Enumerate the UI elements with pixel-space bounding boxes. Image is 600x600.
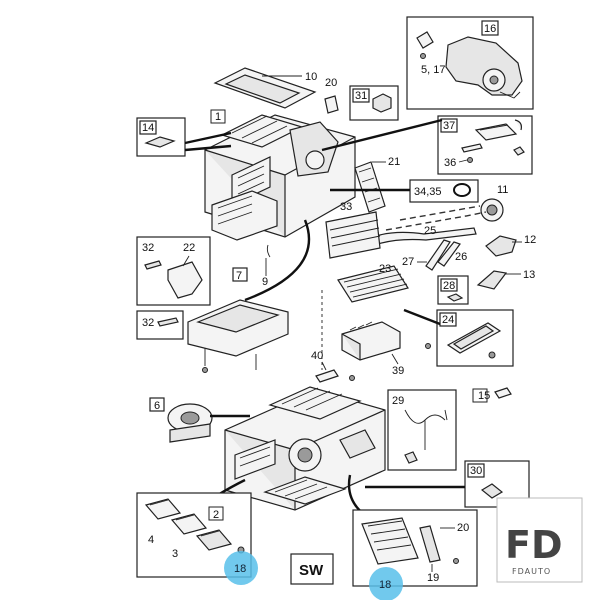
box-28: 28 <box>437 275 469 305</box>
callout-18b: 18 <box>379 579 391 591</box>
callout-31: 31 <box>355 90 367 102</box>
fdauto-watermark-logo: FD FDAUTO <box>496 497 583 583</box>
callout-18a: 18 <box>234 563 246 575</box>
callout-16: 16 <box>484 23 496 35</box>
callout-3: 3 <box>172 548 178 560</box>
callout-20a: 20 <box>325 77 337 89</box>
box-duct-32-22: 32 22 <box>136 236 211 306</box>
callout-10: 10 <box>305 71 317 83</box>
callout-39: 39 <box>392 365 404 377</box>
callout-19: 19 <box>427 572 439 584</box>
part-7-tray: 7 <box>187 219 311 373</box>
callout-30: 30 <box>470 465 482 477</box>
parts-39-40: 39 40 <box>311 321 431 383</box>
callout-36: 36 <box>444 157 456 169</box>
box-filter-37: 37 36 <box>437 115 533 175</box>
part-33-heater-core: 33 <box>325 201 381 259</box>
callout-12: 12 <box>524 234 536 246</box>
callout-5-17: 5, 17 <box>421 64 445 76</box>
callout-15: 15 <box>478 390 490 402</box>
callout-7: 7 <box>236 270 242 282</box>
box-32-lower: 32 <box>136 310 184 340</box>
box-cabin-filter-19-20: 20 19 <box>352 509 478 587</box>
callout-13: 13 <box>523 269 535 281</box>
callout-22: 22 <box>183 242 195 254</box>
watermark-sub: FDAUTO <box>512 567 551 576</box>
callout-21: 21 <box>388 156 400 168</box>
callout-26: 26 <box>455 251 467 263</box>
callout-24: 24 <box>442 314 454 326</box>
callout-1: 1 <box>215 111 221 123</box>
highlight-18-right: 18 <box>369 567 403 600</box>
callout-29: 29 <box>392 395 404 407</box>
callout-25: 25 <box>424 225 436 237</box>
callout-6: 6 <box>154 400 160 412</box>
callout-2: 2 <box>213 509 219 521</box>
callout-40: 40 <box>311 350 323 362</box>
main-heater-assembly-bottom <box>224 386 386 511</box>
parts-11-13-pipes: 11 12 13 25 26 27 <box>375 184 536 290</box>
box-seal-14: 14 <box>136 117 232 157</box>
callout-34-35: 34,35 <box>414 186 442 198</box>
box-sensor-31: 31 <box>349 85 399 121</box>
callout-28: 28 <box>443 280 455 292</box>
callout-11: 11 <box>497 184 508 196</box>
callout-20b: 20 <box>457 522 469 534</box>
watermark-main: FD <box>505 523 563 567</box>
parts-15-29-30: 15 29 30 <box>365 387 530 508</box>
main-heater-assembly-top: 10 20 1 9 <box>204 67 356 288</box>
callout-14: 14 <box>142 122 154 134</box>
callout-32a: 32 <box>142 242 154 254</box>
callout-32b: 32 <box>142 317 154 329</box>
callout-33: 33 <box>340 201 352 213</box>
callout-9: 9 <box>262 276 268 288</box>
callout-27: 27 <box>402 256 414 268</box>
sw-label: SW <box>299 562 324 579</box>
callout-23: 23 <box>379 263 391 275</box>
part-21-flap: 21 <box>354 156 400 213</box>
box-oring-34-35: 34,35 <box>409 179 479 203</box>
callout-4: 4 <box>148 534 154 546</box>
highlight-18-left: 18 <box>224 551 258 585</box>
box-actuator-16: 16 5, 17 <box>406 16 534 110</box>
sw-badge: SW <box>290 553 334 585</box>
part-23-evaporator: 23 <box>337 263 409 303</box>
part-6-blower: 6 <box>149 397 250 443</box>
callout-37: 37 <box>443 120 455 132</box>
box-filter-24: 24 <box>403 308 514 367</box>
